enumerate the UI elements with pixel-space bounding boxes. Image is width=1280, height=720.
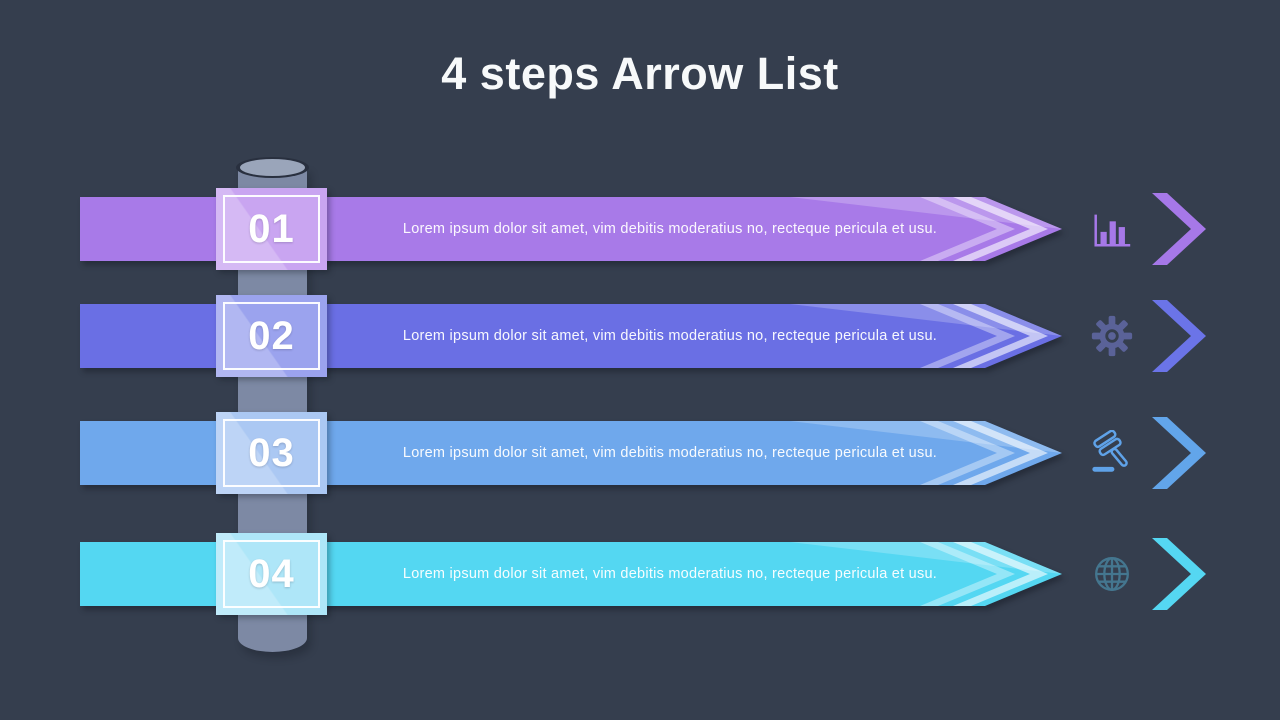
number-frame [223, 419, 320, 487]
slide-title: 4 steps Arrow List [441, 48, 839, 99]
globe-icon[interactable] [1089, 551, 1135, 597]
step-number: 01 [248, 206, 295, 251]
step-number-box[interactable]: 01 [216, 188, 327, 270]
step-description: Lorem ipsum dolor sit amet, vim debitis … [402, 328, 938, 344]
step-row-3: 03 Lorem ipsum dolor sit amet, vim debit… [0, 412, 1280, 494]
step-description: Lorem ipsum dolor sit amet, vim debitis … [402, 566, 938, 582]
gavel-icon[interactable] [1089, 430, 1135, 476]
step-description: Lorem ipsum dolor sit amet, vim debitis … [402, 221, 938, 237]
step-number-box[interactable]: 03 [216, 412, 327, 494]
step-row-4: 04 Lorem ipsum dolor sit amet, vim debit… [0, 533, 1280, 615]
step-row-2: 02 Lorem ipsum dolor sit amet, vim debit… [0, 295, 1280, 377]
step-number: 04 [248, 551, 295, 596]
number-frame [223, 195, 320, 263]
number-frame [223, 540, 320, 608]
step-number: 02 [248, 313, 295, 358]
cylinder-top-ellipse [240, 159, 305, 176]
number-frame [223, 302, 320, 370]
step-row-1: 01 Lorem ipsum dolor sit amet, vim debit… [0, 188, 1280, 270]
gear-icon[interactable] [1089, 313, 1135, 359]
step-number-box[interactable]: 02 [216, 295, 327, 377]
bar-chart-icon[interactable] [1089, 206, 1135, 252]
chevron-right-icon[interactable] [1152, 193, 1206, 265]
step-description: Lorem ipsum dolor sit amet, vim debitis … [402, 445, 938, 461]
chevron-right-icon[interactable] [1152, 300, 1206, 372]
chevron-right-icon[interactable] [1152, 417, 1206, 489]
step-number: 03 [248, 430, 295, 475]
chevron-right-icon[interactable] [1152, 538, 1206, 610]
step-number-box[interactable]: 04 [216, 533, 327, 615]
